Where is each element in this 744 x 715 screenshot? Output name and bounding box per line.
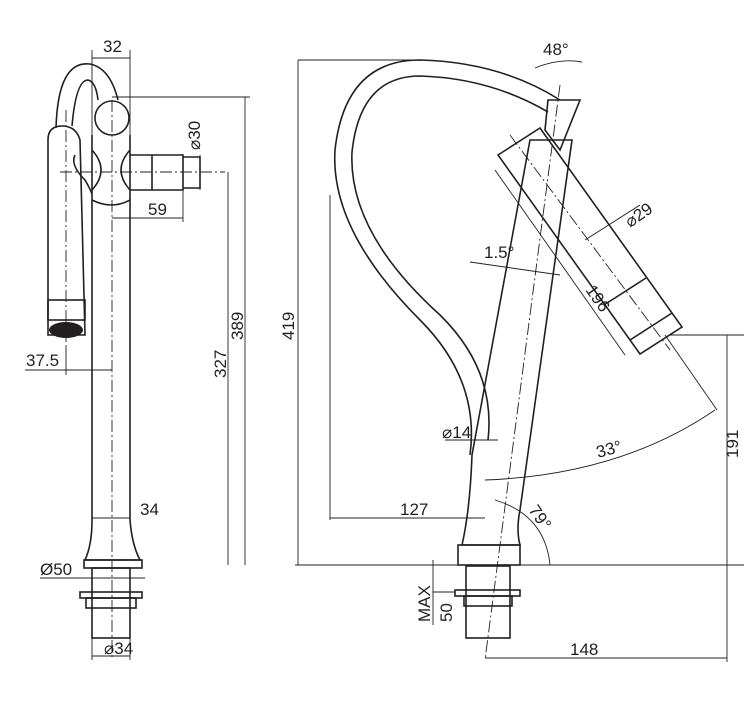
side-spout-arc-inner [71,79,99,127]
dim-base-diameter: Ø50 [40,560,72,579]
dim-outlet-diameter: ⌀30 [185,121,204,150]
dim-line [584,204,641,241]
side-view: 32 389 327 ⌀30 59 37.5 34 Ø50 ⌀34 [25,37,250,660]
side-spout-ring [47,299,86,321]
spray-head-band [603,277,647,306]
dim-reach-angle: 33° [594,437,624,462]
dim-max-label: MAX [415,585,434,622]
side-washer [79,591,143,599]
side-spout-arc [55,63,119,129]
dim-body-diameter: 34 [140,500,159,519]
dim-total-height: 389 [228,312,247,340]
angle-arc [484,409,716,481]
front-base-ring [457,544,521,566]
dim-hose-reach: 127 [400,500,428,519]
dim-body-angle: 79° [525,501,555,533]
side-pillar [83,200,142,561]
front-pillar [460,139,573,546]
extension-line [664,334,718,411]
swivel-top [544,99,582,152]
dim-spout-offset: 37.5 [26,351,59,370]
dim-outlet-length: 59 [148,200,167,219]
dim-outlet-height: 327 [211,350,230,378]
dim-line [494,169,626,356]
hose-inner [351,75,549,441]
spray-head-band [629,312,673,341]
dim-hose-diameter: ⌀14 [442,423,471,442]
side-body-cross [72,135,131,206]
dim-front-total-height: 419 [279,312,298,340]
front-view: 419 48° ⌀29 1.5° 196 ⌀14 33° 191 127 79°… [279,40,744,662]
front-shank [465,565,511,639]
dim-line [469,261,561,276]
dim-head-height: 191 [723,430,742,458]
angle-arc [494,499,551,566]
angle-arc [534,60,583,69]
side-outlet [130,154,201,191]
dim-projection: 148 [570,640,598,659]
spray-head [496,126,684,356]
dim-max-value: 50 [437,603,456,622]
dim-head-diameter: ⌀29 [621,199,656,231]
dim-tilt-angle: 1.5° [484,243,514,262]
front-nut [463,595,513,607]
front-body-centerline [484,84,561,661]
side-spout-outline [47,125,86,336]
spray-centerline [509,134,671,351]
side-shank [91,567,131,639]
dim-handle-width: 32 [103,37,122,56]
dim-shank-diameter: ⌀34 [104,639,133,658]
side-nut [85,597,137,609]
hose-outer [333,59,561,456]
side-base-ring [83,559,143,569]
dim-swivel-angle: 48° [543,40,569,59]
